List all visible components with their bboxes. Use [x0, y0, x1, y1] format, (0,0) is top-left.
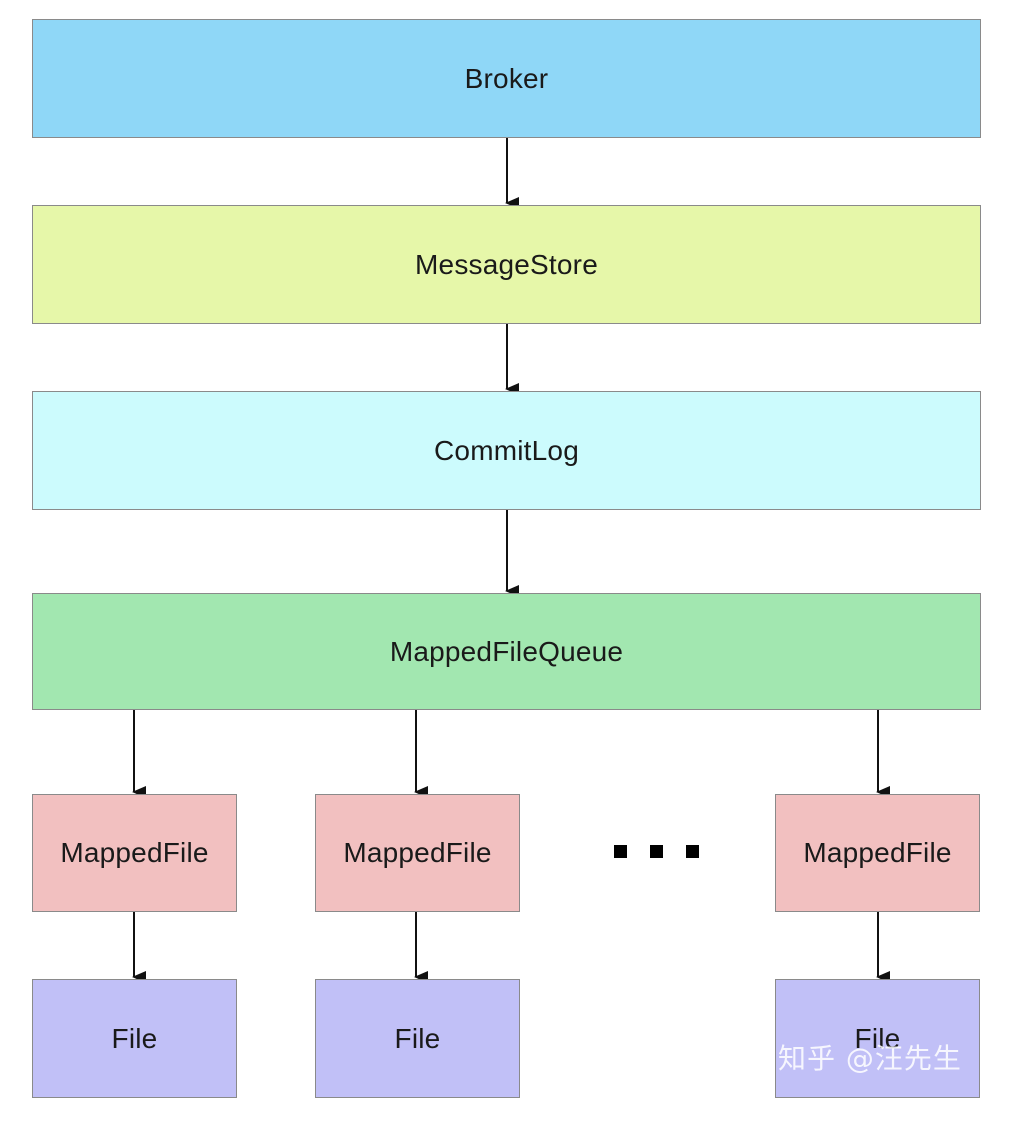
- mapped-file-queue-label: MappedFileQueue: [389, 635, 624, 667]
- file-label: File: [854, 1022, 901, 1054]
- mapped-file-box-1: MappedFile: [32, 794, 237, 912]
- ellipsis-dot: [686, 845, 699, 858]
- mapped-file-box-3: MappedFile: [775, 794, 980, 912]
- message-store-box: MessageStore: [32, 205, 981, 324]
- commit-log-label: CommitLog: [434, 434, 579, 466]
- mapped-file-label: MappedFile: [343, 837, 492, 868]
- file-box-2: File: [315, 979, 520, 1098]
- mapped-file-label: MappedFile: [803, 837, 952, 868]
- ellipsis-dot: [614, 845, 627, 858]
- file-box-1: File: [32, 979, 237, 1098]
- message-store-label: MessageStore: [415, 248, 598, 280]
- commit-log-box: CommitLog: [32, 391, 981, 510]
- ellipsis-dot: [650, 845, 663, 858]
- mapped-file-label: MappedFile: [60, 837, 209, 868]
- broker-label: Broker: [464, 62, 549, 94]
- ellipsis-dots: [614, 845, 699, 859]
- broker-box: Broker: [32, 19, 981, 138]
- file-label: File: [394, 1022, 441, 1054]
- mapped-file-box-2: MappedFile: [315, 794, 520, 912]
- mapped-file-queue-box: MappedFileQueue: [32, 593, 981, 710]
- watermark-text: 知乎 @汪先生: [778, 1042, 962, 1075]
- file-label: File: [111, 1022, 158, 1054]
- file-box-3: File: [775, 979, 980, 1098]
